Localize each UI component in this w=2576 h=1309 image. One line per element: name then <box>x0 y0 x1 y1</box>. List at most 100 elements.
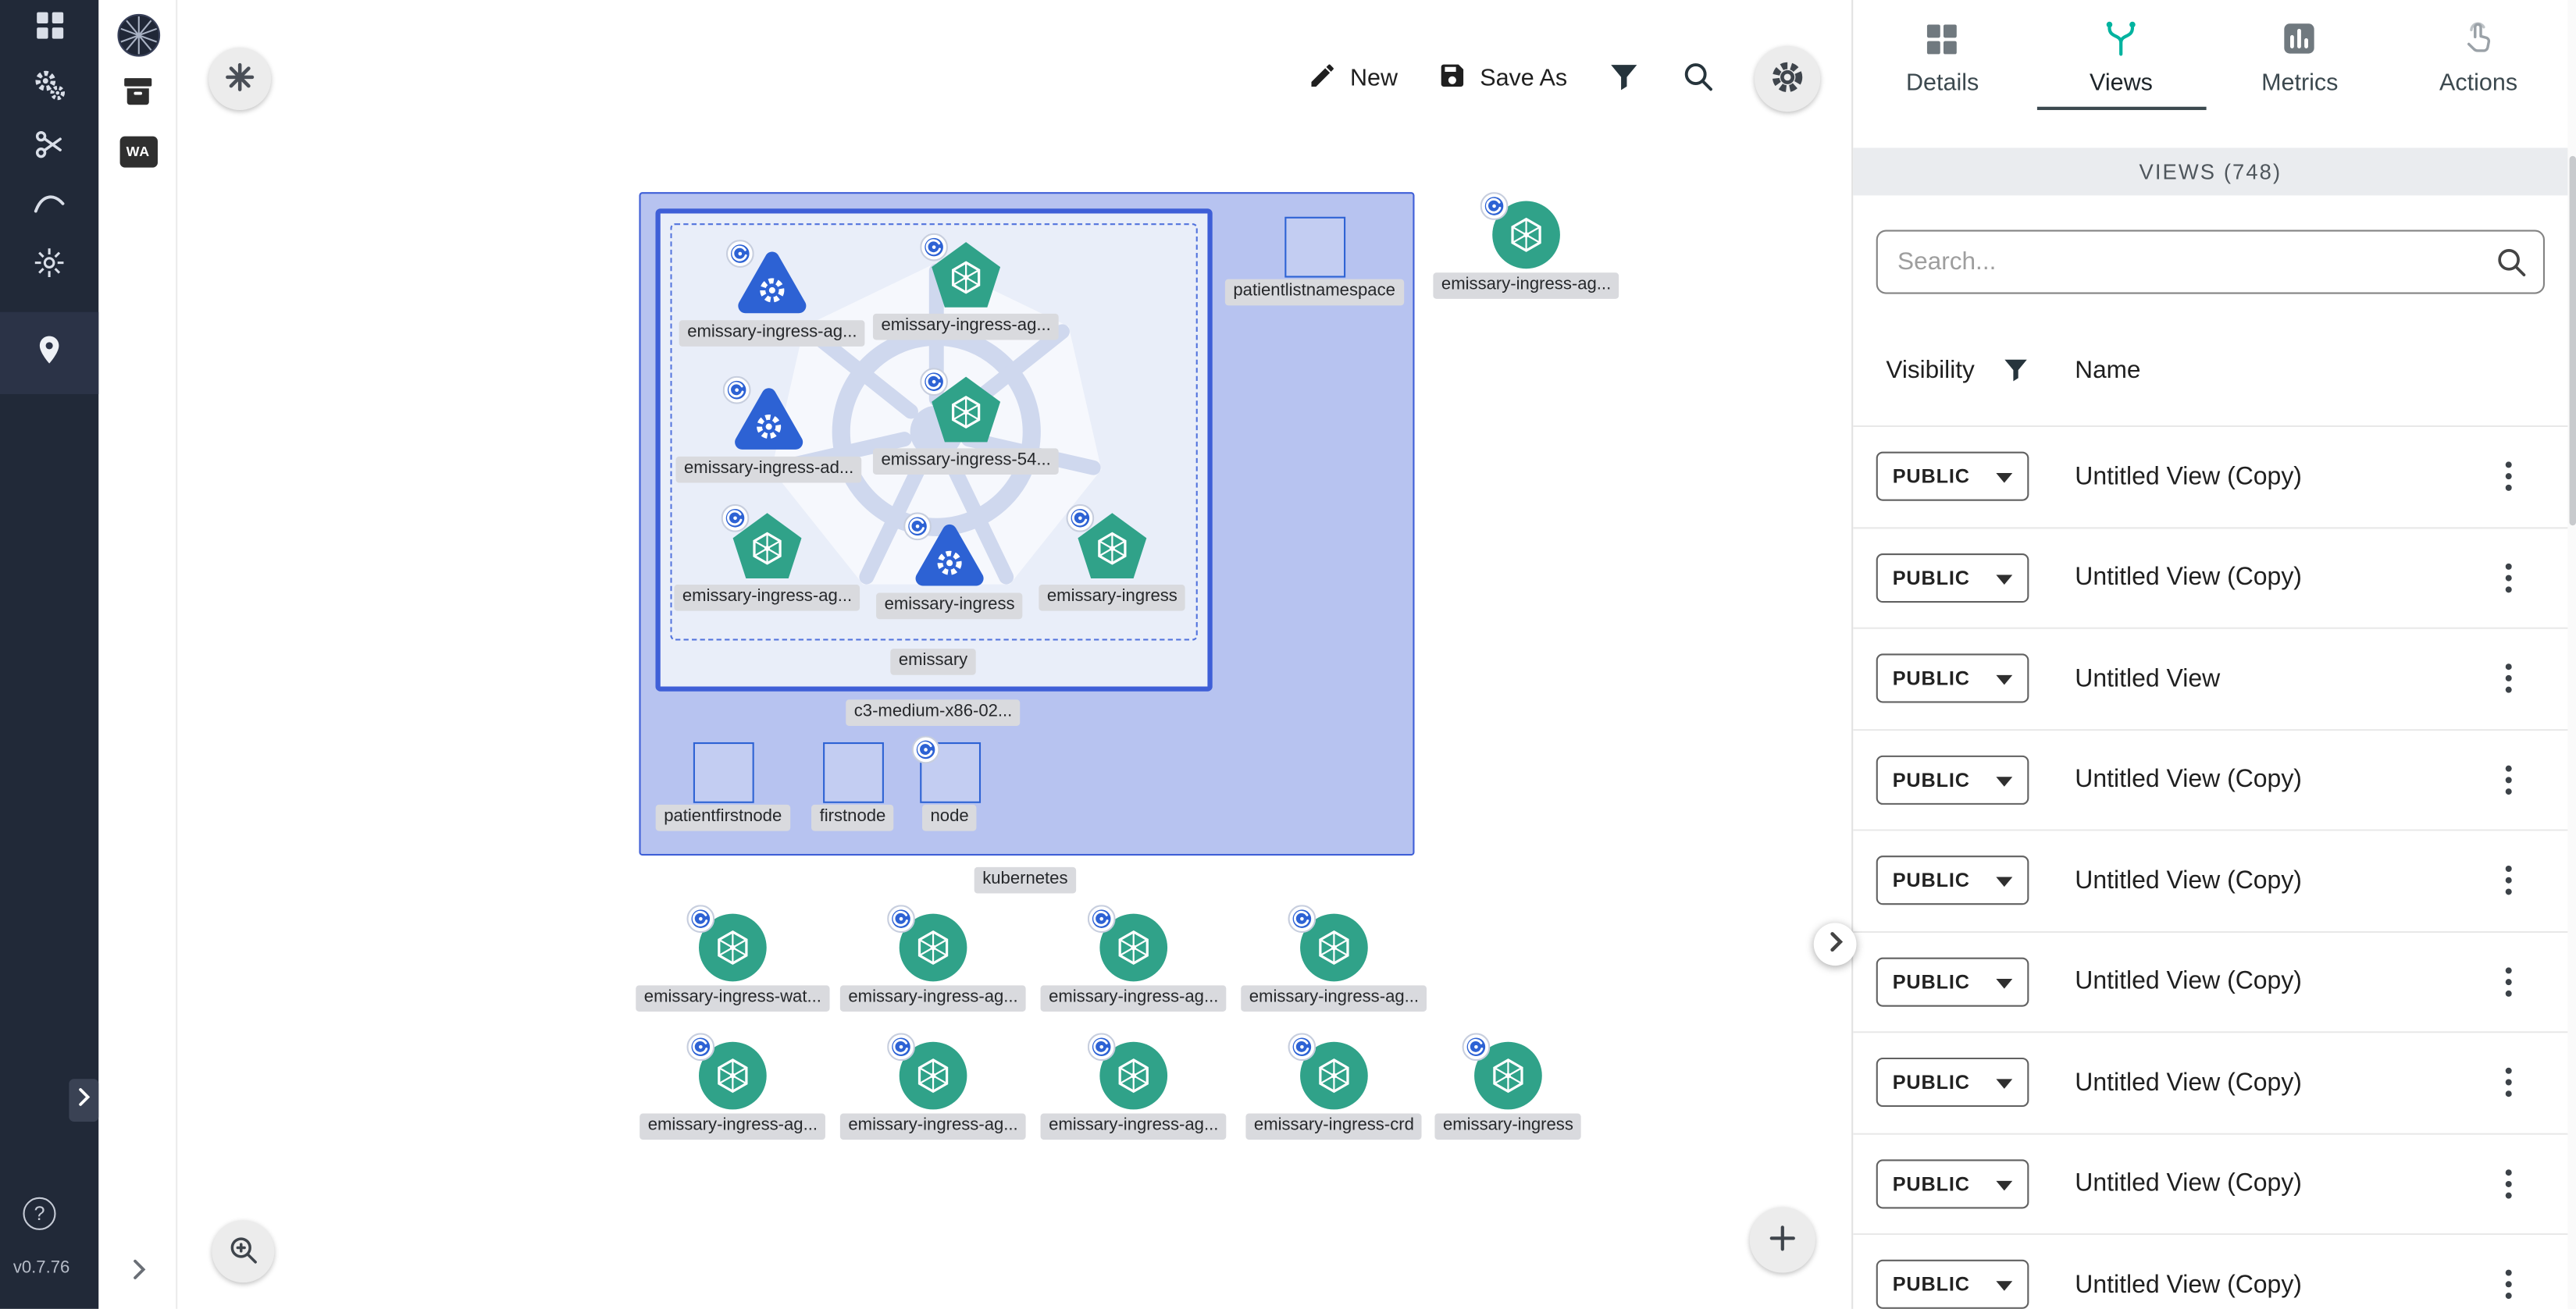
meshery-logo-button[interactable] <box>98 12 177 68</box>
emissary-badge-icon <box>1288 1033 1317 1069</box>
archive-button[interactable] <box>98 67 177 123</box>
visibility-dropdown[interactable]: PUBLIC <box>1876 553 2029 603</box>
zoom-in-button[interactable] <box>212 1220 275 1283</box>
chevron-down-icon <box>1996 566 2013 589</box>
node-label: emissary-ingress-wat... <box>636 985 830 1012</box>
panel-collapse-button[interactable] <box>1813 923 1857 966</box>
circle-node-icon <box>1296 1038 1372 1114</box>
node-label: emissary-ingress-ag... <box>674 585 860 610</box>
zoom-in-icon <box>226 1233 259 1270</box>
canvas-toolbar: New Save As <box>1307 45 1821 112</box>
wa-extension-button[interactable]: WA <box>98 123 177 180</box>
node-label: patientfirstnode <box>655 804 790 831</box>
meshery-logo-icon <box>116 13 160 66</box>
sidebar-item-kanvas[interactable] <box>0 323 98 382</box>
view-row: PUBLIC Untitled View (Copy) <box>1853 528 2568 629</box>
tab-label: Details <box>1906 70 1979 98</box>
sidebar-item-lifecycle[interactable] <box>0 59 98 119</box>
new-label: New <box>1349 66 1398 92</box>
emissary-badge-icon <box>1288 905 1317 941</box>
view-name: Untitled View (Copy) <box>2075 564 2302 592</box>
row-menu-button[interactable] <box>2499 1062 2518 1104</box>
row-menu-button[interactable] <box>2499 1162 2518 1205</box>
help-button[interactable]: ? <box>23 1197 56 1230</box>
name-column-header: Name <box>2075 356 2141 385</box>
search-icon[interactable] <box>2494 244 2528 287</box>
visibility-value: PUBLIC <box>1892 768 1970 791</box>
tool-sidebar-expand-handle[interactable] <box>98 1258 177 1289</box>
sidebar-item-configuration[interactable] <box>0 118 98 177</box>
visibility-dropdown[interactable]: PUBLIC <box>1876 1260 2029 1309</box>
node-label: emissary-ingress-crd <box>1245 1113 1423 1140</box>
view-name: Untitled View (Copy) <box>2075 765 2302 794</box>
visibility-value: PUBLIC <box>1892 1071 1970 1094</box>
topology-canvas[interactable]: emissary c3-medium-x86-02... kubernetes … <box>177 0 1857 1309</box>
tab-details[interactable]: Details <box>1853 0 2032 148</box>
visibility-dropdown[interactable]: PUBLIC <box>1876 653 2029 704</box>
new-button[interactable]: New <box>1307 61 1398 97</box>
node-label: firstnode <box>811 804 894 831</box>
save-as-button[interactable]: Save As <box>1438 61 1567 97</box>
tap-icon <box>2460 16 2497 61</box>
design-tools-button[interactable] <box>208 48 272 110</box>
view-name: Untitled View <box>2075 664 2221 693</box>
row-menu-button[interactable] <box>2499 1263 2518 1306</box>
cluster-label: kubernetes <box>974 866 1077 893</box>
emissary-badge-icon <box>1462 1033 1491 1069</box>
asterisk-icon <box>223 60 256 98</box>
tab-actions[interactable]: Actions <box>2389 0 2568 148</box>
visibility-dropdown[interactable]: PUBLIC <box>1876 452 2029 502</box>
node-label: emissary-ingress-ag... <box>839 985 1027 1012</box>
sidebar-item-dashboard[interactable] <box>0 0 98 59</box>
sidebar-item-extensions[interactable] <box>0 237 98 296</box>
emissary-badge-icon <box>722 375 751 412</box>
square-node-shape <box>692 741 754 802</box>
grid-icon <box>34 10 65 49</box>
row-menu-button[interactable] <box>2499 859 2518 902</box>
view-name: Untitled View (Copy) <box>2075 1270 2302 1299</box>
node-label: emissary-ingress <box>1434 1113 1582 1140</box>
row-menu-button[interactable] <box>2499 657 2518 700</box>
canvas-search-button[interactable] <box>1680 59 1715 98</box>
visibility-filter-button[interactable] <box>2001 354 2031 392</box>
visibility-dropdown[interactable]: PUBLIC <box>1876 1058 2029 1108</box>
node-label: emissary-ingress-ad... <box>675 456 862 482</box>
sidebar-item-performance[interactable] <box>0 177 98 237</box>
node-label: emissary-ingress <box>876 592 1024 619</box>
save-icon <box>1438 61 1467 97</box>
views-search-input[interactable] <box>1876 229 2546 294</box>
row-menu-button[interactable] <box>2499 758 2518 801</box>
row-menu-button[interactable] <box>2499 557 2518 599</box>
namespace-node[interactable] <box>670 223 1198 641</box>
sidebar-expand-handle[interactable] <box>69 1079 99 1122</box>
circle-node-icon <box>695 1038 771 1114</box>
page-scrollbar <box>2567 0 2576 1309</box>
settings-button[interactable] <box>1755 45 1821 112</box>
node-label: patientlistnamespace <box>1224 279 1404 305</box>
bar-chart-icon <box>2281 16 2318 61</box>
sidebar-section-active <box>0 311 99 394</box>
tab-metrics[interactable]: Metrics <box>2211 0 2389 148</box>
active-tab-underline <box>2036 105 2206 110</box>
visibility-dropdown[interactable]: PUBLIC <box>1876 957 2029 1007</box>
add-node-button[interactable] <box>1749 1207 1815 1273</box>
filter-button[interactable] <box>1607 59 1641 98</box>
node-label: emissary-ingress-ag... <box>1040 1113 1227 1140</box>
gears-icon <box>31 66 67 111</box>
visibility-dropdown[interactable]: PUBLIC <box>1876 855 2029 905</box>
scissors-icon <box>33 127 66 169</box>
visibility-dropdown[interactable]: PUBLIC <box>1876 755 2029 805</box>
emissary-badge-icon <box>686 905 715 941</box>
row-menu-button[interactable] <box>2499 455 2518 498</box>
mesh-burst-icon <box>31 244 67 288</box>
scrollbar-thumb[interactable] <box>2568 155 2575 526</box>
node-label: emissary-ingress-ag... <box>839 1113 1027 1140</box>
row-menu-button[interactable] <box>2499 960 2518 1003</box>
tab-views[interactable]: Views <box>2032 0 2211 148</box>
chevron-down-icon <box>1996 667 2013 690</box>
visibility-dropdown[interactable]: PUBLIC <box>1876 1158 2029 1208</box>
